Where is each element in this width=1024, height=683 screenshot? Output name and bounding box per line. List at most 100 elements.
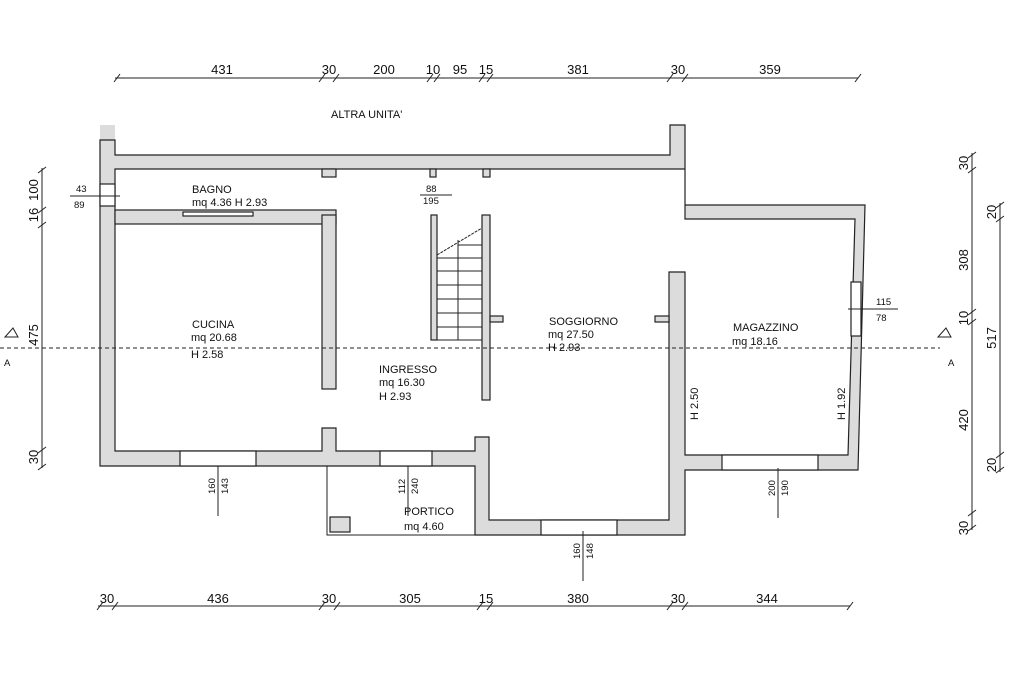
dimension-tick xyxy=(486,601,494,611)
room-portico: PORTICO mq 4.60 xyxy=(404,506,454,533)
dimension-label: 30 xyxy=(671,591,685,606)
dimension-label: 95 xyxy=(453,62,467,77)
dimension-label: 20 xyxy=(984,458,999,472)
opening-height: 143 xyxy=(220,478,231,494)
room-magazzino: MAGAZZINO mq 18.16 xyxy=(732,322,799,348)
room-soggiorno: SOGGIORNO mq 27.50 H 2.93 xyxy=(548,316,619,354)
dimension-tick xyxy=(854,73,862,83)
dimension-label: 30 xyxy=(322,62,336,77)
opening-height: 190 xyxy=(780,480,791,496)
dimension-tick xyxy=(111,601,119,611)
dimension-tick xyxy=(666,601,674,611)
dimension-tick xyxy=(37,206,47,214)
dimension-tick xyxy=(37,221,47,229)
dimension-tick xyxy=(967,166,977,174)
upper-unit-label: ALTRA UNITA' xyxy=(331,109,402,121)
dimension-label: 436 xyxy=(207,591,229,606)
dimension-label: 420 xyxy=(956,409,971,431)
dimension-label: 10 xyxy=(426,62,440,77)
dimension-label: 15 xyxy=(479,62,493,77)
opening-width: 112 xyxy=(397,479,408,494)
dimension-label: 30 xyxy=(322,591,336,606)
room-ingresso: INGRESSO mq 16.30 H 2.93 xyxy=(379,364,438,403)
height-label: H 1.92 xyxy=(836,388,848,420)
dimension-tick xyxy=(37,446,47,454)
dimension-tick xyxy=(995,451,1005,459)
walls xyxy=(99,124,866,536)
dimension-label: 100 xyxy=(26,179,41,201)
dimension-tick xyxy=(318,601,326,611)
dimension-label: 517 xyxy=(984,327,999,349)
dimension-tick xyxy=(995,215,1005,223)
dimension-label: 431 xyxy=(211,62,233,77)
room-area: mq 4.36 H 2.93 xyxy=(192,197,267,209)
dimension-label: 15 xyxy=(479,591,493,606)
dimension-tick xyxy=(426,73,434,83)
dimension-tick xyxy=(318,73,326,83)
room-name: INGRESSO xyxy=(379,364,438,376)
opening-height: 240 xyxy=(410,478,421,494)
opening-width: 115 xyxy=(876,297,891,308)
room-height: H 2.93 xyxy=(379,391,411,403)
room-bagno: BAGNO mq 4.36 H 2.93 xyxy=(192,184,267,209)
section-arrow-right xyxy=(936,327,952,338)
dimension-tick xyxy=(37,166,47,174)
dimension-tick xyxy=(681,73,689,83)
staircase xyxy=(436,227,483,341)
dimension-tick xyxy=(967,318,977,326)
dimension-tick xyxy=(995,466,1005,474)
section-mark-left: A xyxy=(4,358,11,369)
opening-width: 160 xyxy=(207,478,218,494)
dimension-tick xyxy=(478,73,486,83)
opening-width: 43 xyxy=(76,184,87,195)
dimension-label: 16 xyxy=(26,208,41,222)
opening-width: 200 xyxy=(767,480,778,496)
dimension-tick xyxy=(486,73,494,83)
dimension-label: 200 xyxy=(373,62,395,77)
room-area: mq 4.60 xyxy=(404,521,444,533)
dimension-label: 30 xyxy=(671,62,685,77)
dimension-label: 359 xyxy=(759,62,781,77)
room-name: BAGNO xyxy=(192,184,232,196)
dimension-label: 475 xyxy=(26,324,41,346)
dimension-tick xyxy=(96,601,104,611)
dimension-tick xyxy=(332,73,340,83)
dimension-lines xyxy=(41,77,1001,607)
dimension-label: 30 xyxy=(956,156,971,170)
dimension-tick xyxy=(476,601,484,611)
dimension-tick xyxy=(333,601,341,611)
opening-width: 160 xyxy=(572,543,583,559)
dimension-label: 30 xyxy=(100,591,114,606)
section-mark-right: A xyxy=(948,358,955,369)
room-area: mq 16.30 xyxy=(379,377,425,389)
room-cucina: CUCINA mq 20.68 H 2.58 xyxy=(191,319,237,361)
room-area: mq 27.50 xyxy=(548,329,594,341)
room-height: H 2.58 xyxy=(191,349,223,361)
opening-height: 148 xyxy=(585,543,596,559)
dimension-label: 344 xyxy=(756,591,778,606)
height-label: H 2.50 xyxy=(689,388,701,420)
opening-height: 195 xyxy=(423,196,439,207)
room-name: MAGAZZINO xyxy=(733,322,799,334)
dimension-label: 10 xyxy=(956,311,971,325)
dimension-label: 20 xyxy=(984,205,999,219)
dimension-label: 30 xyxy=(26,450,41,464)
dimension-tick xyxy=(433,73,441,83)
dimension-tick xyxy=(681,601,689,611)
dimension-tick xyxy=(666,73,674,83)
room-area: mq 20.68 xyxy=(191,332,237,344)
room-name: SOGGIORNO xyxy=(549,316,619,328)
dimension-tick xyxy=(967,151,977,159)
dimension-tick xyxy=(967,308,977,316)
opening-height: 78 xyxy=(876,313,887,324)
opening-height: 89 xyxy=(74,200,85,211)
dimension-label: 380 xyxy=(567,591,589,606)
dimension-tick xyxy=(846,601,854,611)
room-name: CUCINA xyxy=(192,319,235,331)
room-name: PORTICO xyxy=(404,506,454,518)
opening-width: 88 xyxy=(426,184,437,195)
dimension-tick xyxy=(967,509,977,517)
section-arrow-left xyxy=(3,327,19,338)
dimension-label: 308 xyxy=(956,249,971,271)
dimension-label: 30 xyxy=(956,521,971,535)
